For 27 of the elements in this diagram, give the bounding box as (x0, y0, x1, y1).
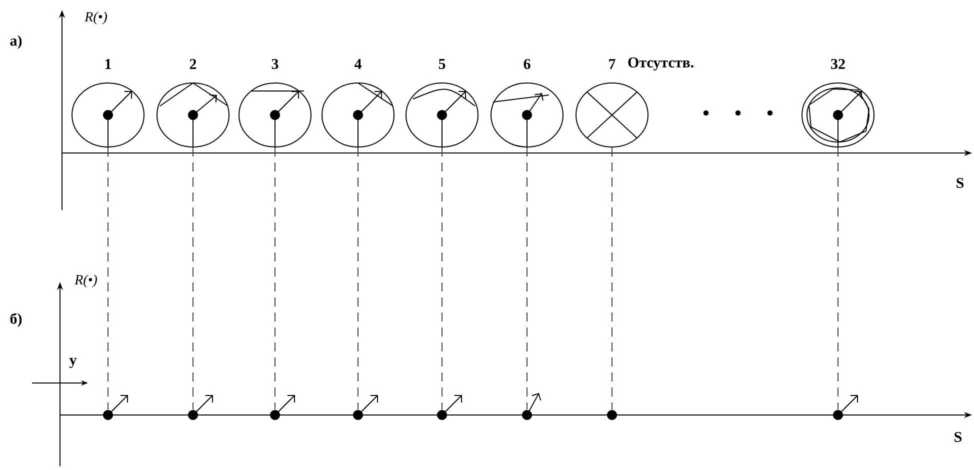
point-vector (522, 393, 542, 420)
panel-label: а) (10, 35, 22, 49)
point-vector (353, 395, 378, 420)
node-label: 7 (609, 59, 616, 69)
node-label: 2 (190, 59, 196, 69)
node-label: 32 (831, 58, 845, 70)
dashed-line (192, 147, 194, 410)
axis-label: у (69, 358, 77, 368)
node-label: 4 (354, 59, 362, 69)
point-vector (833, 395, 858, 420)
point-vector (188, 395, 213, 420)
point-vector (437, 395, 462, 420)
axis-label: R(•) (74, 274, 97, 288)
note-text: Отсутств. (628, 57, 694, 71)
point-vector (103, 395, 128, 420)
node-label: 6 (524, 58, 530, 70)
dashed-line (526, 147, 528, 410)
node-label: 1 (105, 59, 111, 69)
axis-label: S (956, 178, 964, 188)
dashed-line (274, 147, 276, 410)
panel-label: б) (10, 313, 22, 327)
point-vector (270, 395, 295, 420)
node-label: 5 (438, 59, 446, 69)
axis-label: R(•) (84, 12, 107, 24)
point (607, 410, 617, 420)
node-label: 3 (272, 58, 278, 70)
axis-label: S (954, 432, 962, 442)
